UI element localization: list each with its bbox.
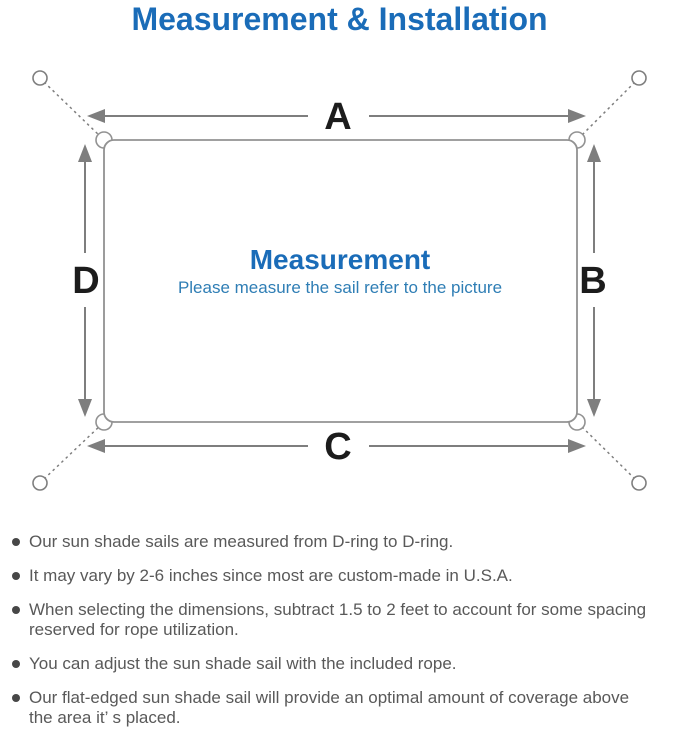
dimension-label-c: C (324, 426, 351, 468)
diagram-center-title: Measurement (250, 244, 431, 275)
list-item: When selecting the dimensions, subtract … (12, 600, 679, 640)
tension-ropes (43, 81, 636, 480)
anchor-point-top-right (631, 70, 647, 86)
rope-line-top-left (43, 81, 103, 139)
arrow-c-head-right (568, 439, 586, 453)
arrow-a-head-right (568, 109, 586, 123)
page-title: Measurement & Installation (131, 1, 548, 37)
anchor-point-bottom-left (32, 475, 48, 491)
list-item: Our flat-edged sun shade sail will provi… (12, 688, 679, 728)
dimension-arrow-c: C (87, 426, 586, 468)
bullet-dot (12, 538, 20, 546)
bullet-dot (12, 606, 20, 614)
dimension-arrow-b: B (579, 144, 607, 417)
arrow-c-head-left (87, 439, 105, 453)
dimension-label-b: B (579, 260, 606, 302)
list-item: Our sun shade sails are measured from D-… (12, 532, 679, 552)
dimension-label-d: D (72, 260, 99, 302)
arrow-d-head-bottom (78, 399, 92, 417)
rope-line-top-right (578, 81, 636, 139)
bullet-dot (12, 572, 20, 580)
arrow-b-head-top (587, 144, 601, 162)
note-text: When selecting the dimensions, subtract … (29, 600, 647, 639)
note-text: Our flat-edged sun shade sail will provi… (29, 688, 630, 727)
dimension-label-a: A (324, 96, 351, 138)
diagram-center-subtitle: Please measure the sail refer to the pic… (178, 278, 502, 297)
bullet-dot (12, 694, 20, 702)
note-text: You can adjust the sun shade sail with t… (29, 654, 457, 673)
anchor-points (32, 70, 647, 491)
list-item: You can adjust the sun shade sail with t… (12, 654, 679, 674)
dimension-arrow-d: D (72, 144, 100, 417)
rope-line-bottom-right (578, 423, 636, 480)
bullet-dot (12, 660, 20, 668)
sail-measurement-diagram: A C D B Measurement Please meas (32, 70, 647, 491)
arrow-a-head-left (87, 109, 105, 123)
rope-line-bottom-left (43, 423, 103, 480)
list-item: It may vary by 2-6 inches since most are… (12, 566, 679, 586)
anchor-point-bottom-right (631, 475, 647, 491)
arrow-b-head-bottom (587, 399, 601, 417)
notes-list: Our sun shade sails are measured from D-… (12, 532, 679, 739)
arrow-d-head-top (78, 144, 92, 162)
note-text: Our sun shade sails are measured from D-… (29, 532, 454, 551)
note-text: It may vary by 2-6 inches since most are… (29, 566, 513, 585)
dimension-arrow-a: A (87, 96, 586, 138)
sail-outline (103, 139, 578, 423)
anchor-point-top-left (32, 70, 48, 86)
